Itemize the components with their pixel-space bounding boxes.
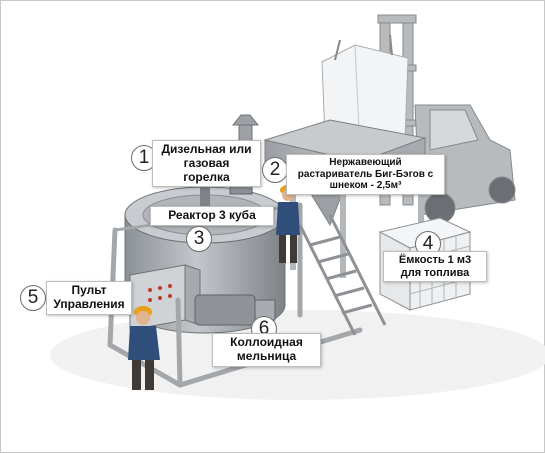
callout-2-label: Нержавеющий растариватель Биг-Бэгов с шн… bbox=[286, 154, 445, 195]
callout-2-number: 2 bbox=[262, 157, 288, 183]
callout-3-label: Реактор 3 куба bbox=[150, 206, 274, 226]
stairs bbox=[298, 214, 387, 336]
worker-left bbox=[128, 306, 160, 390]
callout-6-label: Коллоидная мельница bbox=[212, 333, 321, 367]
worker-platform bbox=[276, 185, 300, 263]
callout-1-label: Дизельная или газовая горелка bbox=[152, 140, 261, 188]
callout-4-label: Ёмкость 1 м3 для топлива bbox=[383, 251, 487, 283]
callout-5-number: 5 bbox=[20, 285, 46, 311]
callout-3-number: 3 bbox=[186, 226, 212, 252]
callout-5-label: Пульт Управления bbox=[46, 281, 132, 315]
colloid-mill bbox=[194, 294, 276, 326]
